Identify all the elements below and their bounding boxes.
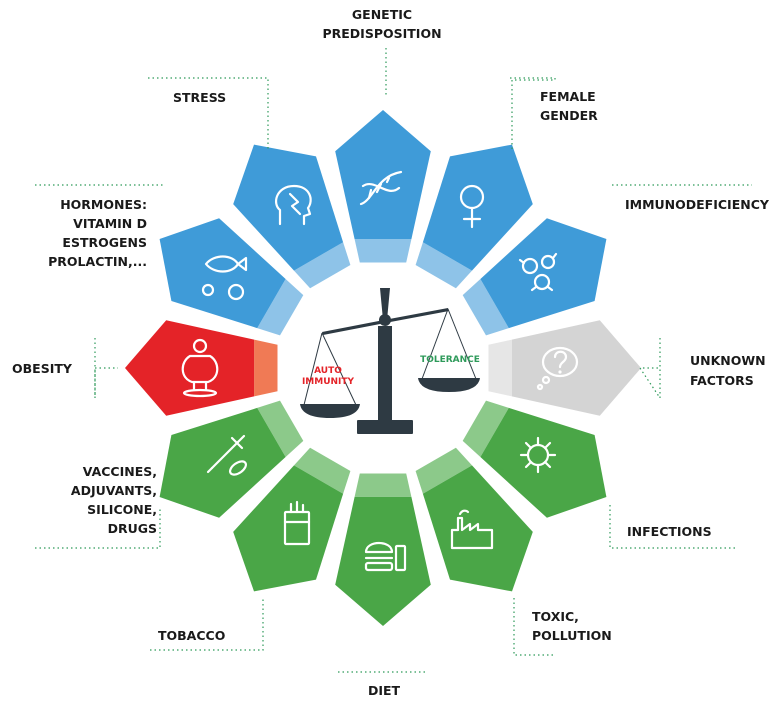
- female-symbol-icon: [459, 184, 485, 229]
- segment-inner-band: [415, 447, 472, 494]
- segment-inner-band: [354, 473, 412, 497]
- leader-infections: [609, 505, 738, 549]
- segment-diet: [335, 473, 431, 626]
- scale-base: [357, 420, 413, 434]
- label-vaccines: VACCINES,ADJUVANTS,SILICONE,DRUGS: [71, 464, 157, 536]
- left-pan-string-b: [321, 332, 357, 406]
- leader-vaccines: [35, 508, 161, 549]
- segment-body: [480, 218, 607, 329]
- question-thought-icon: [536, 346, 579, 391]
- obese-person-icon: [181, 338, 219, 398]
- segment-body: [233, 144, 344, 271]
- label-stress: STRESS: [173, 90, 226, 105]
- segment-inner-band: [257, 400, 304, 457]
- scale-pillar-top: [380, 288, 390, 320]
- segment-unknown: [488, 320, 641, 416]
- virus-cluster-icon: [518, 252, 558, 292]
- label-obesity: OBESITY: [12, 361, 73, 376]
- segment-inner-band: [294, 242, 351, 289]
- factory-icon: [450, 509, 494, 550]
- segment-body: [233, 465, 344, 592]
- label-immuno: IMMUNODEFICIENCY: [625, 197, 770, 212]
- virus-icon: [519, 436, 557, 474]
- tolerance-label: TOLERANCE: [420, 355, 480, 365]
- label-toxic: TOXIC,POLLUTION: [532, 609, 612, 643]
- leader-tobacco: [150, 598, 264, 651]
- segment-hormones: [159, 218, 304, 336]
- scale-pillar: [378, 326, 392, 420]
- left-pan: [300, 404, 360, 418]
- segment-inner-band: [254, 339, 278, 397]
- segment-genetic: [335, 110, 431, 263]
- segment-body: [159, 218, 286, 329]
- leader-female: [510, 77, 556, 150]
- leader-lines: [35, 48, 752, 673]
- segment-body: [335, 110, 431, 240]
- stressed-head-icon: [275, 184, 312, 226]
- segment-vaccines: [159, 400, 304, 518]
- segment-tobacco: [233, 447, 351, 592]
- factor-icons: [181, 170, 579, 572]
- right-pan: [418, 378, 480, 392]
- burger-icon: [364, 541, 407, 572]
- right-pan-string-b: [447, 308, 477, 380]
- segment-inner-band: [257, 279, 304, 336]
- segment-body: [125, 320, 255, 416]
- left-pan-string-a: [303, 332, 323, 406]
- label-diet: DIET: [368, 683, 401, 698]
- leader-unknown: [638, 338, 661, 400]
- leader-toxic: [513, 598, 556, 656]
- segment-stress: [233, 144, 351, 289]
- segment-inner-band: [294, 447, 351, 494]
- segment-inner-band: [462, 279, 509, 336]
- segment-immuno: [462, 218, 607, 336]
- label-infections: INFECTIONS: [627, 524, 712, 539]
- segment-obesity: [125, 320, 278, 416]
- segment-body: [335, 496, 431, 626]
- syringe-pill-icon: [206, 434, 248, 476]
- segment-body: [422, 144, 533, 271]
- segment-inner-band: [462, 400, 509, 457]
- segment-inner-band: [354, 239, 412, 263]
- segment-body: [159, 407, 286, 518]
- segment-inner-band: [488, 339, 512, 397]
- leader-stress: [148, 77, 269, 150]
- cigarette-pack-icon: [283, 500, 311, 546]
- dna-icon: [359, 170, 403, 206]
- right-pan-string-a: [421, 308, 449, 380]
- segment-female: [415, 144, 533, 289]
- segment-inner-band: [415, 242, 472, 289]
- fish-sun-fruit-icon: [201, 255, 248, 301]
- label-tobacco: TOBACCO: [158, 628, 225, 643]
- leader-obesity: [94, 338, 118, 398]
